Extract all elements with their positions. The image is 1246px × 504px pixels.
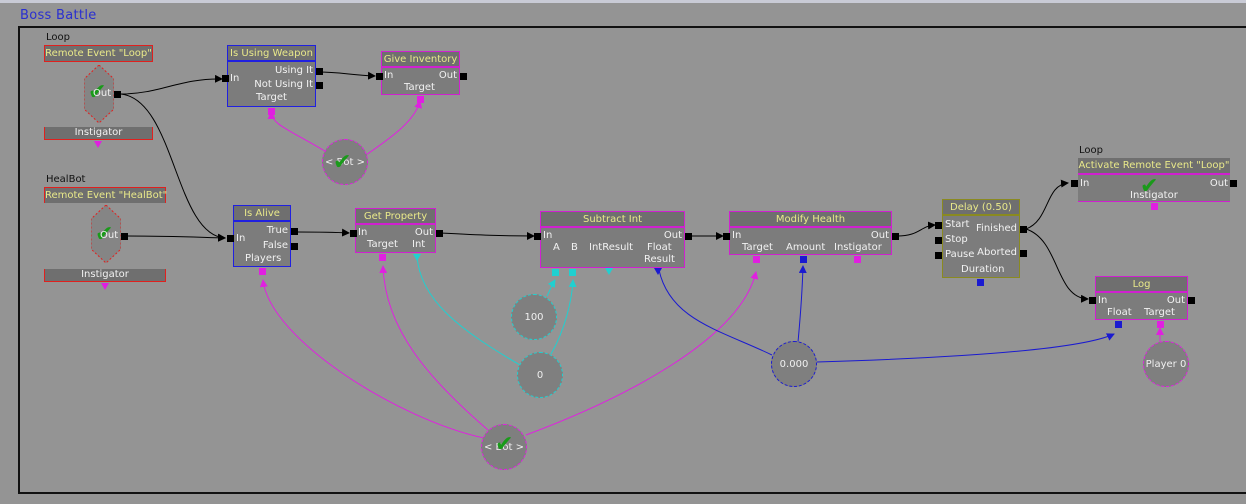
wire-botb-to-getproperty (379, 265, 489, 431)
subtract-int-floatresult-port[interactable] (654, 268, 662, 275)
get-property-out-port[interactable] (436, 230, 443, 237)
event-healbot-out-port[interactable] (121, 233, 128, 240)
activate-remote-event-caption: Loop (1079, 145, 1103, 156)
enabled-check-icon: ✔ (95, 222, 114, 247)
wire-float-to-subtract (658, 269, 773, 356)
var-int-0[interactable]: 0 (517, 352, 563, 398)
log-in-port[interactable] (1089, 297, 1096, 304)
wire-0-to-int (416, 255, 521, 366)
node-delay[interactable]: Delay (0.50) Start Stop Pause Finished A… (942, 199, 1020, 278)
wire-healbot-to-isalive (126, 233, 226, 242)
event-loop-out-label: Out (93, 88, 112, 99)
subtract-int-a-port[interactable] (552, 269, 559, 276)
event-healbot-caption: HealBot (46, 174, 86, 185)
node-get-property[interactable]: Get Property In Out Target Int (355, 208, 436, 253)
wire-getproperty-to-subtract (439, 231, 535, 240)
is-alive-in-port[interactable] (227, 235, 234, 242)
delay-stop-port[interactable] (935, 237, 942, 244)
remote-event-healbot-title: Remote Event "HealBot" (44, 187, 167, 203)
subtract-int-intresult-port[interactable] (605, 268, 613, 275)
modify-health-in-port[interactable] (723, 233, 730, 240)
var-bot-top[interactable]: < Bot > (322, 139, 368, 185)
get-property-target-port[interactable] (379, 254, 386, 261)
node-is-using-weapon[interactable]: Is Using Weapon In Using It Not Using It… (227, 45, 316, 107)
activate-remote-event-out-port[interactable] (1230, 180, 1237, 187)
delay-pause-port[interactable] (935, 252, 942, 259)
remote-event-loop[interactable]: Remote Event "Loop" (44, 45, 153, 62)
wire-bot-to-isusingweapon (267, 111, 329, 154)
window-top-edge (0, 0, 1246, 3)
enabled-check-icon: ✔ (88, 80, 107, 105)
is-using-weapon-in-port[interactable] (222, 75, 229, 82)
subtract-int-in-port[interactable] (534, 233, 541, 240)
log-float-port[interactable] (1115, 321, 1122, 328)
get-property-in-port[interactable] (350, 230, 357, 237)
subtract-int-out-port[interactable] (685, 233, 692, 240)
wire-loop-to-isalive (120, 93, 226, 242)
node-log[interactable]: Log In Out Float Target (1095, 276, 1188, 320)
modify-health-amount-port[interactable] (800, 256, 807, 263)
node-subtract-int[interactable]: Subtract Int In Out A B IntResult Float … (540, 211, 685, 268)
sequence-title: Boss Battle (20, 8, 97, 23)
instigator-port-icon[interactable] (94, 141, 102, 148)
enabled-check-icon: ✔ (333, 150, 352, 175)
modify-health-out-port[interactable] (892, 233, 899, 240)
wire-float-to-amount (797, 265, 807, 343)
var-player-0[interactable]: Player 0 (1143, 341, 1189, 387)
event-healbot-out-label: Out (100, 230, 119, 241)
var-int-100[interactable]: 100 (511, 294, 557, 340)
event-loop-out-port[interactable] (114, 91, 121, 98)
var-bot-bottom[interactable]: < Bot > (481, 424, 527, 470)
enabled-check-icon: ✔ (1140, 174, 1159, 199)
event-loop-caption: Loop (46, 32, 70, 43)
is-using-weapon-using-it-port[interactable] (316, 68, 323, 75)
wire-100-to-a (546, 279, 556, 297)
delay-aborted-port[interactable] (1020, 250, 1027, 257)
wire-bot-to-giveinventory (365, 100, 423, 156)
enabled-check-icon: ✔ (495, 432, 514, 457)
delay-start-port[interactable] (935, 222, 942, 229)
wire-botb-to-isalive (259, 279, 485, 439)
give-inventory-target-port[interactable] (417, 96, 424, 103)
node-give-inventory[interactable]: Give Inventory In Out Target (381, 51, 460, 95)
get-property-int-port[interactable] (413, 254, 421, 261)
event-healbot-diamond (91, 205, 121, 263)
wire-finished-to-activate (1025, 179, 1069, 230)
wire-float-to-log (816, 333, 1115, 363)
event-loop-diamond (84, 65, 114, 123)
instigator-port-icon[interactable] (101, 283, 109, 290)
wire-modifyhealth-to-delay (896, 221, 936, 237)
event-healbot-instigator: Instigator (44, 269, 166, 282)
node-is-alive[interactable]: Is Alive In True False Players (233, 205, 291, 267)
wire-0-to-b (550, 279, 577, 355)
log-target-port[interactable] (1157, 321, 1164, 328)
delay-duration-port[interactable] (977, 279, 984, 286)
give-inventory-in-port[interactable] (376, 73, 383, 80)
is-alive-true-port[interactable] (291, 228, 298, 235)
wire-finished-to-log (1025, 228, 1089, 303)
activate-remote-event-in-port[interactable] (1071, 180, 1078, 187)
node-modify-health[interactable]: Modify Health In Out Target Amount Insti… (729, 211, 892, 255)
event-loop-instigator: Instigator (44, 127, 153, 140)
wire-loop-to-isusingweapon (120, 74, 223, 95)
sequence-frame (18, 26, 1246, 494)
subtract-int-b-port[interactable] (569, 269, 576, 276)
modify-health-instigator-port[interactable] (854, 256, 861, 263)
wire-usingit-to-giveinventory (317, 71, 376, 80)
remote-event-healbot[interactable]: Remote Event "HealBot" (44, 187, 167, 203)
is-alive-false-port[interactable] (291, 243, 298, 250)
is-alive-players-port[interactable] (259, 268, 266, 275)
is-using-weapon-target-port[interactable] (268, 108, 275, 115)
activate-remote-event-instigator-port[interactable] (1151, 203, 1158, 210)
node-activate-remote-event[interactable]: Activate Remote Event "Loop" In Out Inst… (1078, 158, 1230, 202)
wire-true-to-getproperty (296, 228, 350, 237)
log-out-port[interactable] (1188, 297, 1195, 304)
var-float-0[interactable]: 0.000 (771, 341, 817, 387)
give-inventory-out-port[interactable] (460, 73, 467, 80)
remote-event-loop-title: Remote Event "Loop" (44, 45, 153, 62)
delay-finished-port[interactable] (1020, 226, 1027, 233)
modify-health-target-port[interactable] (753, 256, 760, 263)
wire-botb-to-modifyhealth (525, 271, 759, 436)
is-using-weapon-not-using-it-port[interactable] (316, 82, 323, 89)
